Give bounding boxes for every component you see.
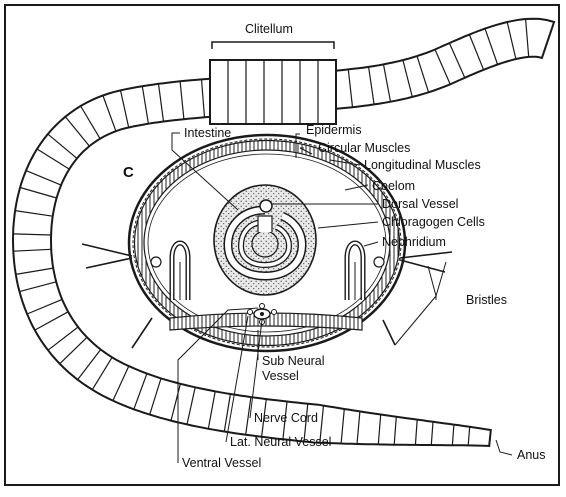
label-anus: Anus: [517, 448, 546, 462]
label-circular-muscles: Circular Muscles: [318, 141, 410, 155]
ventral-vessel: [260, 304, 265, 309]
label-section-c: C: [123, 164, 134, 181]
label-intestine: Intestine: [184, 126, 231, 140]
clitellum-band: [210, 60, 336, 124]
label-ventral-vessel: Ventral Vessel: [182, 456, 261, 470]
label-nephridium: Nephridium: [382, 235, 446, 249]
label-sub-neural-2: Vessel: [262, 369, 299, 383]
label-epidermis: Epidermis: [306, 123, 362, 137]
label-dorsal-vessel: Dorsal Vessel: [382, 197, 458, 211]
label-longitudinal-muscles: Longitudinal Muscles: [364, 158, 481, 172]
label-lat-neural-vessel: Lat. Neural Vessel: [230, 435, 331, 449]
label-sub-neural-1: Sub Neural: [262, 354, 325, 368]
label-nerve-cord: Nerve Cord: [254, 411, 318, 425]
clitellum-bracket: [212, 42, 334, 49]
label-clitellum: Clitellum: [245, 22, 293, 36]
nerve-cord: [254, 309, 270, 319]
label-chloragogen-cells: Chloragogen Cells: [382, 215, 485, 229]
label-bristles: Bristles: [466, 293, 507, 307]
lat-neural-vessel: [248, 310, 253, 315]
dorsal-vessel: [260, 200, 272, 212]
label-coelom: Coelom: [372, 179, 415, 193]
